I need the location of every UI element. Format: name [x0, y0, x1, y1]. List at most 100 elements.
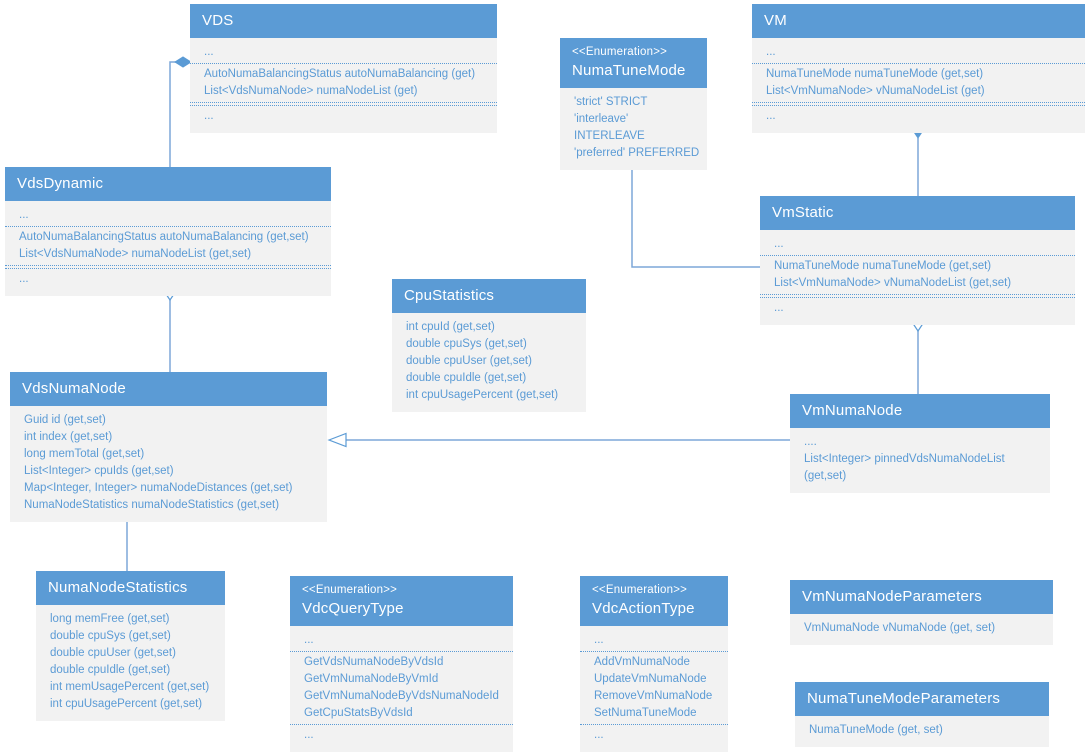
member-row: ... [760, 236, 1075, 256]
member-row: AutoNumaBalancingStatus autoNumaBalancin… [19, 231, 309, 243]
class-numanodestatistics: NumaNodeStatistics long memFree (get,set… [36, 571, 225, 721]
class-vdcquerytype: <<Enumeration>> VdcQueryType ... GetVdsN… [290, 576, 513, 752]
stereotype-label: <<Enumeration>> [302, 584, 398, 596]
connector-numatunemode-vmstatic [631, 149, 760, 268]
member-row: ... [190, 44, 497, 64]
class-vmnumanode-header: VmNumaNode [790, 394, 1050, 428]
member-row: GetVmNumaNodeByVmId [304, 673, 439, 685]
member-row: ... [290, 632, 513, 652]
open-arrowhead-vdsnumanode [327, 432, 347, 448]
class-cpustatistics: CpuStatistics int cpuId (get,set) double… [392, 279, 586, 412]
member-row: ... [5, 207, 331, 227]
class-vmnumanode: VmNumaNode .... List<Integer> pinnedVdsN… [790, 394, 1050, 493]
member-row: double cpuSys (get,set) [50, 630, 171, 642]
class-vm-header: VM [752, 4, 1085, 38]
class-vmnumanode-members: .... List<Integer> pinnedVdsNumaNodeList… [790, 428, 1050, 493]
class-numanodestatistics-members: long memFree (get,set) double cpuSys (ge… [36, 605, 225, 721]
class-cpustatistics-header: CpuStatistics [392, 279, 586, 313]
member-row: double cpuIdle (get,set) [406, 372, 527, 384]
member-row: int cpuId (get,set) [406, 321, 495, 333]
class-vds-members: ... AutoNumaBalancingStatus autoNumaBala… [190, 38, 497, 133]
class-vm-members: ... NumaTuneMode numaTuneMode (get,set) … [752, 38, 1085, 133]
class-vmnumanode-title: VmNumaNode [802, 402, 903, 419]
member-row: double cpuUser (get,set) [406, 355, 532, 367]
class-vdcquerytype-header: <<Enumeration>> VdcQueryType [290, 576, 513, 626]
member-row: NumaNodeStatistics numaNodeStatistics (g… [24, 499, 280, 511]
member-row: double cpuUser (get,set) [50, 647, 176, 659]
member-row: ... [204, 110, 214, 122]
class-numatunemodeparameters-header: NumaTuneModeParameters [795, 682, 1049, 716]
member-row: AutoNumaBalancingStatus autoNumaBalancin… [204, 68, 476, 80]
class-numatunemodeparameters-title: NumaTuneModeParameters [807, 690, 1001, 707]
class-numatunemode-members: 'strict' STRICT 'interleave' INTERLEAVE … [560, 88, 707, 170]
class-numatunemode-header: <<Enumeration>> NumaTuneMode [560, 38, 707, 88]
class-vdsdynamic-header: VdsDynamic [5, 167, 331, 201]
class-vm: VM ... NumaTuneMode numaTuneMode (get,se… [752, 4, 1085, 133]
member-row: long memTotal (get,set) [24, 448, 145, 460]
member-row: int memUsagePercent (get,set) [50, 681, 210, 693]
member-row: double cpuSys (get,set) [406, 338, 527, 350]
member-row: ... [752, 44, 1085, 64]
member-row: GetVdsNumaNodeByVdsId [304, 656, 444, 668]
class-vdsdynamic-title: VdsDynamic [17, 175, 104, 192]
member-row: 'interleave' INTERLEAVE [574, 113, 645, 142]
class-vmnumanodeparameters: VmNumaNodeParameters VmNumaNode vNumaNod… [790, 580, 1053, 645]
class-vmstatic: VmStatic ... NumaTuneMode numaTuneMode (… [760, 196, 1075, 325]
member-row: ... [766, 110, 776, 122]
class-vdcquerytype-title: VdcQueryType [302, 600, 404, 617]
class-vds-header: VDS [190, 4, 497, 38]
member-row: List<Integer> cpuIds (get,set) [24, 465, 174, 477]
member-row: List<VmNumaNode> vNumaNodeList (get) [752, 83, 1085, 106]
class-numatunemodeparameters-members: NumaTuneMode (get, set) [795, 716, 1049, 747]
member-row: List<VdsNumaNode> numaNodeList (get,set) [5, 246, 331, 269]
class-vm-title: VM [764, 12, 787, 29]
class-vdsnumanode-title: VdsNumaNode [22, 380, 126, 397]
class-vdcquerytype-members: ... GetVdsNumaNodeByVdsId GetVmNumaNodeB… [290, 626, 513, 752]
member-row: int cpuUsagePercent (get,set) [406, 389, 559, 401]
member-row: NumaTuneMode numaTuneMode (get,set) [766, 68, 984, 80]
member-row: List<VmNumaNode> vNumaNodeList (get,set) [760, 275, 1075, 298]
class-numatunemodeparameters: NumaTuneModeParameters NumaTuneMode (get… [795, 682, 1049, 747]
member-row: 'preferred' PREFERRED [574, 147, 700, 159]
class-vds-title: VDS [202, 12, 234, 29]
member-row: ... [304, 729, 314, 741]
member-row: NumaTuneMode numaTuneMode (get,set) [774, 260, 992, 272]
class-vdsdynamic-members: ... AutoNumaBalancingStatus autoNumaBala… [5, 201, 331, 296]
member-row: ... [580, 632, 728, 652]
member-row: VmNumaNode vNumaNode (get, set) [804, 622, 996, 634]
member-row: int index (get,set) [24, 431, 113, 443]
member-row: GetVmNumaNodeByVdsNumaNodeId [304, 690, 499, 702]
member-row: Map<Integer, Integer> numaNodeDistances … [24, 482, 293, 494]
class-numanodestatistics-title: NumaNodeStatistics [48, 579, 188, 596]
member-row: ... [19, 273, 29, 285]
member-row: 'strict' STRICT [574, 96, 648, 108]
class-vdsdynamic: VdsDynamic ... AutoNumaBalancingStatus a… [5, 167, 331, 296]
class-vdcactiontype-members: ... AddVmNumaNode UpdateVmNumaNode Remov… [580, 626, 728, 752]
class-vdsnumanode-header: VdsNumaNode [10, 372, 327, 406]
member-row: ... [774, 302, 784, 314]
class-vmstatic-header: VmStatic [760, 196, 1075, 230]
member-row: AddVmNumaNode [594, 656, 690, 668]
class-vdcactiontype: <<Enumeration>> VdcActionType ... AddVmN… [580, 576, 728, 752]
class-vmnumanodeparameters-members: VmNumaNode vNumaNode (get, set) [790, 614, 1053, 645]
class-vmstatic-title: VmStatic [772, 204, 834, 221]
class-vds: VDS ... AutoNumaBalancingStatus autoNuma… [190, 4, 497, 133]
member-row: ... [594, 729, 604, 741]
class-vmstatic-members: ... NumaTuneMode numaTuneMode (get,set) … [760, 230, 1075, 325]
connector-vdsdynamic-vds [169, 61, 190, 167]
member-row: Guid id (get,set) [24, 414, 106, 426]
class-numatunemode: <<Enumeration>> NumaTuneMode 'strict' ST… [560, 38, 707, 170]
member-row: GetCpuStatsByVdsId [290, 705, 513, 725]
class-vmnumanodeparameters-title: VmNumaNodeParameters [802, 588, 982, 605]
class-vdcactiontype-header: <<Enumeration>> VdcActionType [580, 576, 728, 626]
member-row: NumaTuneMode (get, set) [809, 724, 943, 736]
stereotype-label: <<Enumeration>> [572, 46, 668, 58]
class-numatunemode-title: NumaTuneMode [572, 62, 686, 79]
member-row: double cpuIdle (get,set) [50, 664, 171, 676]
class-cpustatistics-members: int cpuId (get,set) double cpuSys (get,s… [392, 313, 586, 412]
member-row: SetNumaTuneMode [580, 705, 728, 725]
member-row: int cpuUsagePercent (get,set) [50, 698, 203, 710]
member-row: List<Integer> pinnedVdsNumaNodeList (get… [804, 453, 1005, 482]
class-vdcactiontype-title: VdcActionType [592, 600, 695, 617]
